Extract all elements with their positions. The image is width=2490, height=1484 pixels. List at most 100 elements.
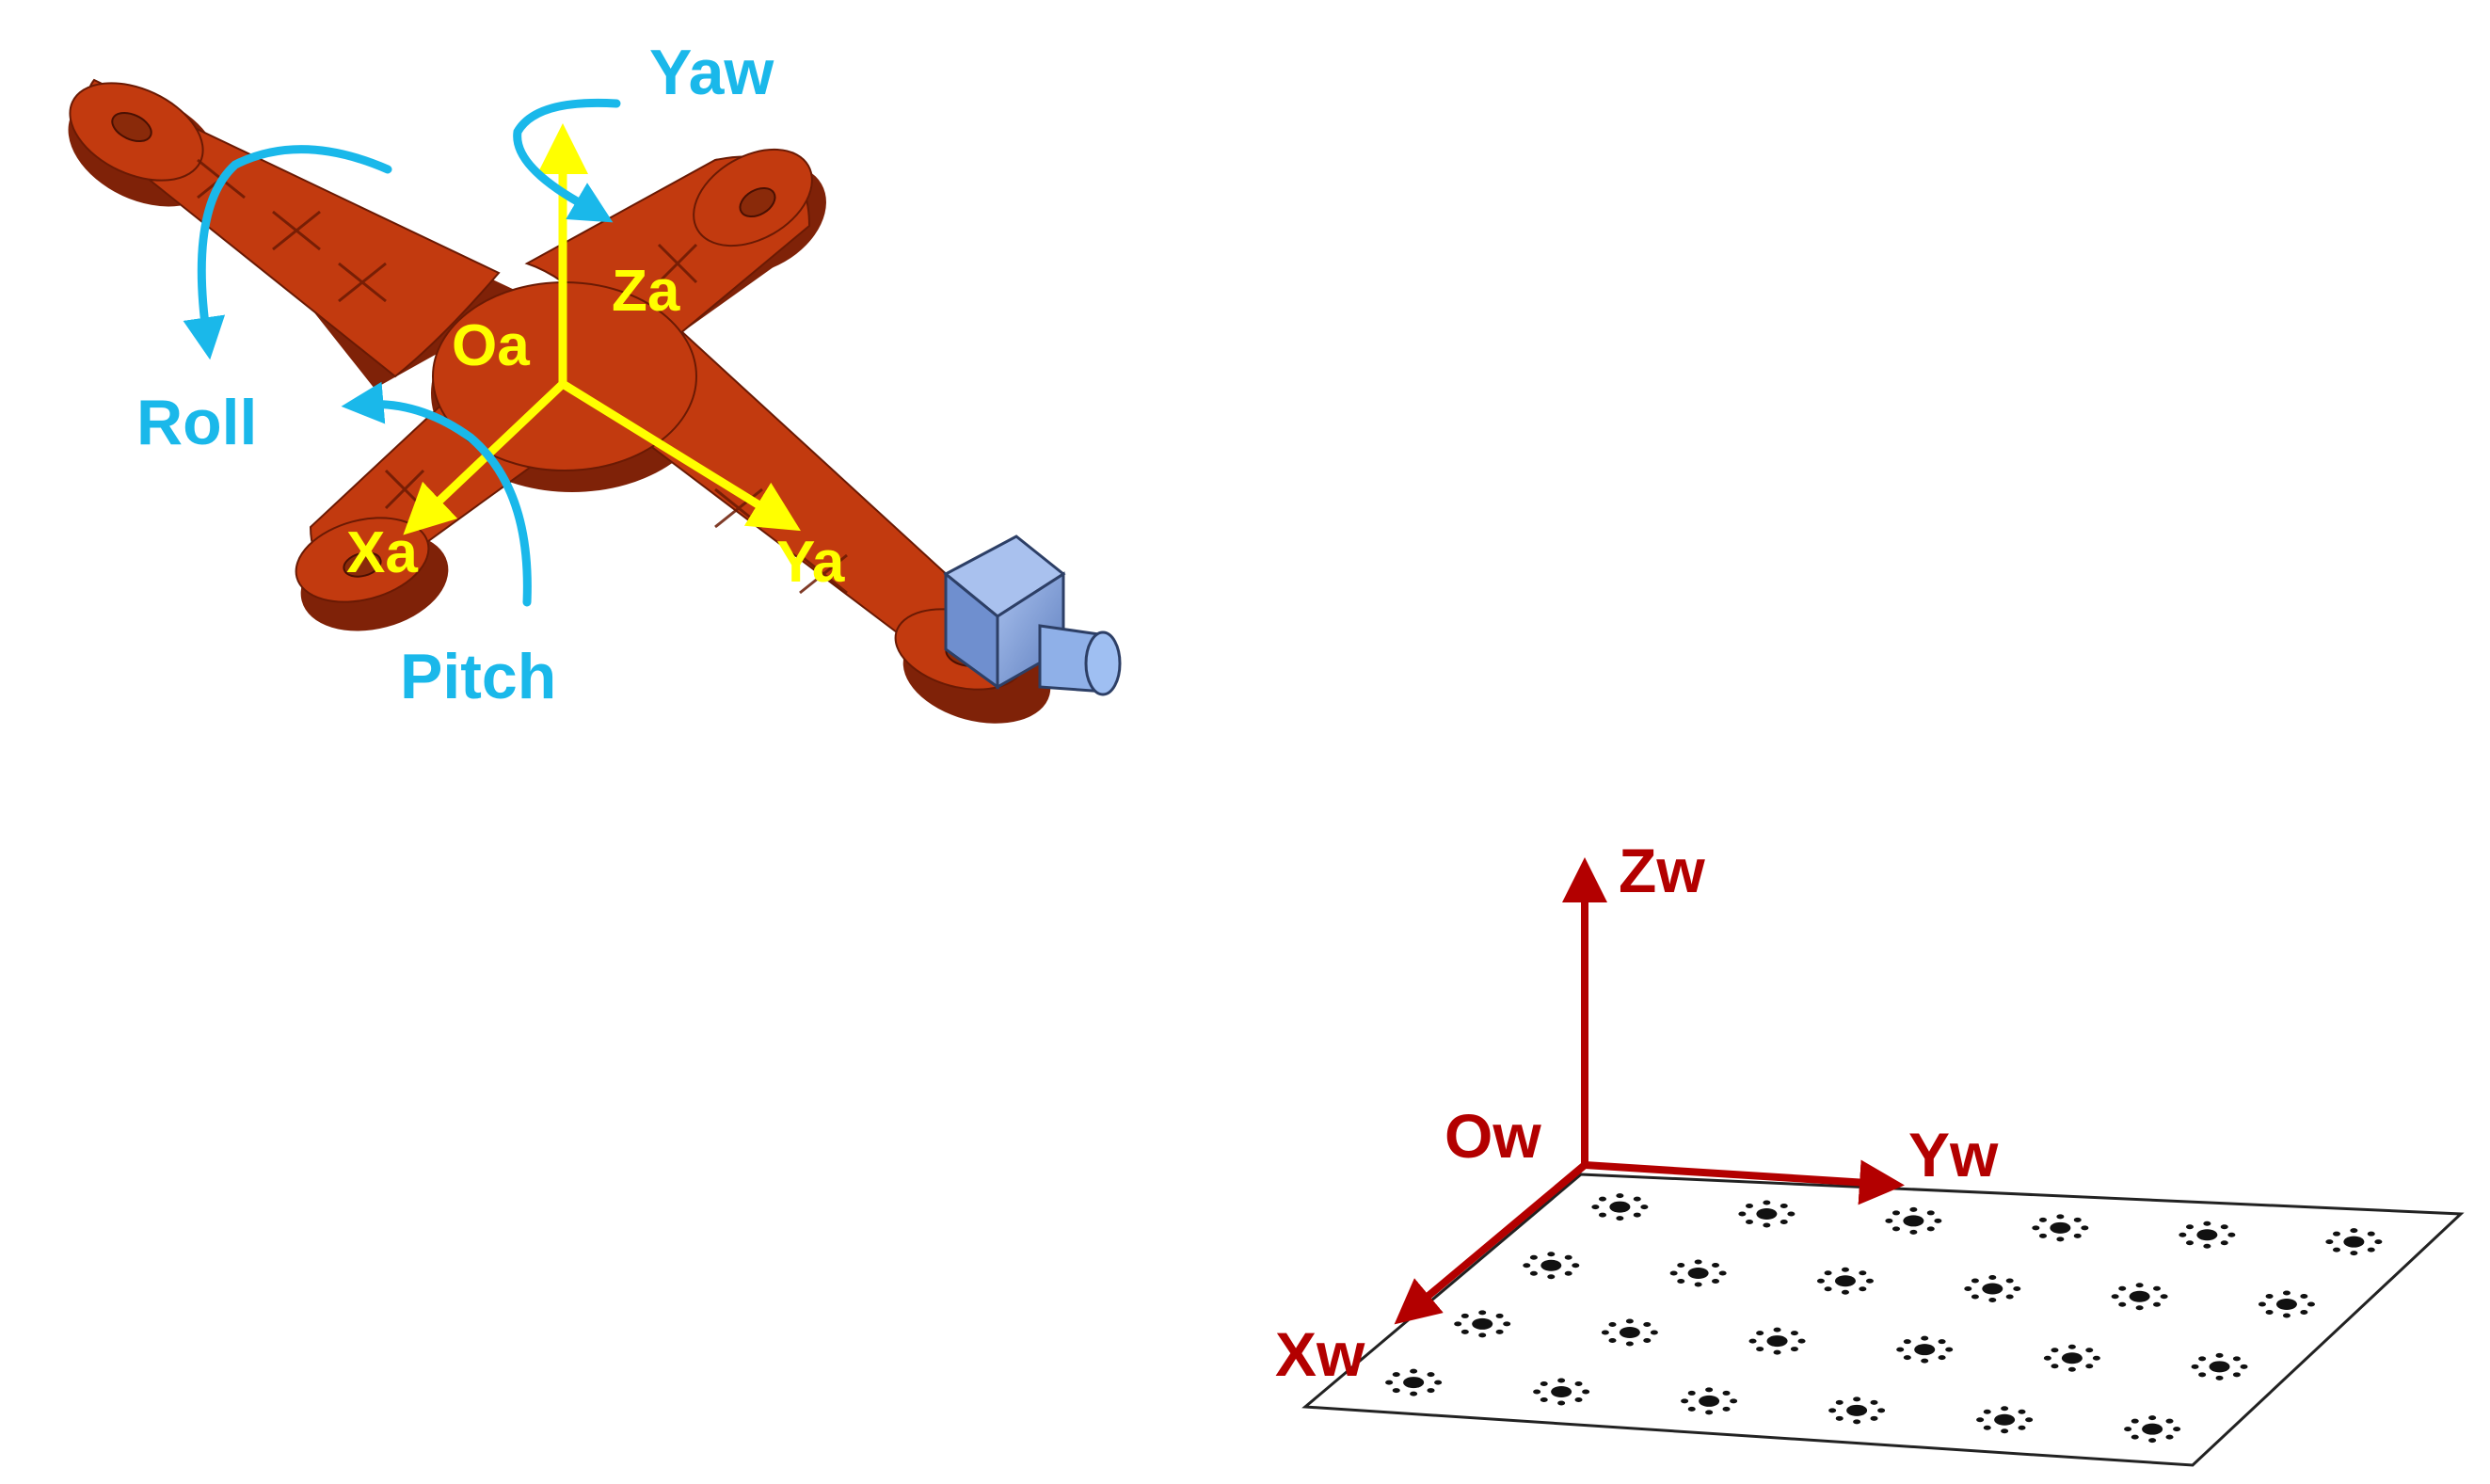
marker-dot <box>1756 1347 1764 1352</box>
marker-dot <box>2018 1425 2026 1430</box>
marker-dot <box>2227 1232 2236 1237</box>
marker-dot <box>1564 1270 1572 1276</box>
marker-dot <box>1835 1415 1844 1421</box>
marker-dot <box>2282 1313 2290 1318</box>
marker-dot <box>1891 1210 1900 1216</box>
marker-dot <box>1410 1391 1418 1396</box>
marker-dot <box>1816 1278 1825 1284</box>
marker-dot <box>2001 1428 2009 1434</box>
marker-dot <box>1712 1263 1720 1269</box>
marker-dot <box>1914 1344 1936 1356</box>
marker-dot <box>1608 1322 1617 1328</box>
marker-dot <box>2050 1221 2071 1234</box>
marker-dot <box>1921 1335 1929 1341</box>
marker-dot <box>2240 1364 2248 1369</box>
marker-dot <box>1609 1201 1631 1213</box>
marker-dot <box>2018 1409 2026 1414</box>
ya-axis <box>560 380 801 532</box>
marker-dot <box>2038 1233 2047 1238</box>
marker-dot <box>2332 1247 2340 1253</box>
marker-dot <box>1745 1204 1753 1209</box>
marker-dot <box>1523 1263 1531 1269</box>
marker-dot <box>1385 1380 1394 1385</box>
marker-dot <box>2129 1290 2150 1302</box>
marker-dot <box>1994 1413 2016 1426</box>
marker-dot <box>1773 1327 1781 1332</box>
marker-dot <box>1557 1378 1566 1383</box>
marker-dot <box>1859 1286 1867 1292</box>
ya-label: Ya <box>776 530 845 595</box>
marker-dot <box>2300 1309 2308 1315</box>
marker-dot <box>1790 1347 1798 1352</box>
diagram-labels: Yaw Roll Pitch Za Oa Xa Ya Zw Ow Yw Xw <box>136 37 1999 1389</box>
marker-dot <box>1478 1310 1487 1316</box>
marker-dot <box>1891 1226 1900 1232</box>
marker-dot <box>2013 1286 2021 1291</box>
marker-dot <box>2198 1356 2207 1362</box>
marker-dot <box>1547 1252 1556 1257</box>
marker-dot <box>2118 1285 2127 1291</box>
marker-dot <box>2124 1427 2132 1432</box>
marker-dot <box>1472 1317 1493 1330</box>
marker-dot <box>1625 1341 1634 1347</box>
marker-dot <box>1841 1267 1849 1272</box>
marker-dot <box>2282 1290 2290 1296</box>
marker-dot <box>1427 1388 1435 1394</box>
marker-dot <box>1885 1218 1893 1223</box>
marker-dot <box>1598 1212 1606 1218</box>
marker-dot <box>2258 1301 2266 1307</box>
marker-dot <box>2061 1352 2083 1364</box>
pitch-arrow <box>341 381 532 607</box>
board-markers <box>1385 1193 2383 1444</box>
marker-dot <box>1410 1368 1418 1374</box>
marker-dot <box>2275 1299 2297 1310</box>
marker-dot <box>2367 1231 2375 1237</box>
marker-dot <box>1870 1399 1878 1405</box>
marker-dot <box>1835 1399 1844 1405</box>
marker-dot <box>1640 1205 1649 1210</box>
marker-dot <box>2165 1434 2174 1440</box>
marker-dot <box>2332 1231 2340 1237</box>
marker-dot <box>1903 1355 1911 1361</box>
marker-dot <box>2001 1406 2009 1412</box>
marker-dot <box>1460 1313 1469 1318</box>
marker-dot <box>1616 1193 1624 1199</box>
marker-dot <box>1763 1200 1771 1205</box>
xa-axis <box>403 380 567 535</box>
marker-dot <box>1619 1327 1640 1338</box>
marker-dot <box>1694 1259 1702 1265</box>
marker-dot <box>2265 1309 2274 1315</box>
marker-dot <box>1681 1398 1689 1404</box>
marker-dot <box>1824 1286 1832 1292</box>
marker-dot <box>1877 1408 1886 1413</box>
roll-arrow <box>183 145 392 360</box>
marker-dot <box>2056 1237 2065 1242</box>
marker-dot <box>2142 1423 2163 1435</box>
yaw-label: Yaw <box>649 37 774 108</box>
world-axes <box>1394 857 1905 1325</box>
marker-dot <box>1865 1278 1874 1284</box>
marker-dot <box>2165 1418 2174 1424</box>
marker-dot <box>1846 1404 1868 1416</box>
marker-dot <box>1756 1208 1778 1220</box>
marker-dot <box>1790 1331 1798 1336</box>
marker-dot <box>1540 1259 1562 1271</box>
marker-dot <box>2073 1233 2082 1238</box>
marker-dot <box>2085 1364 2094 1369</box>
marker-dot <box>1616 1216 1624 1221</box>
marker-dot <box>2185 1240 2194 1246</box>
marker-dot <box>1834 1275 1856 1287</box>
oa-label: Oa <box>452 313 530 378</box>
marker-dot <box>2005 1294 2014 1300</box>
marker-dot <box>1988 1275 1997 1280</box>
marker-dot <box>2111 1294 2119 1300</box>
xw-axis <box>1394 1161 1588 1325</box>
marker-dot <box>1582 1389 1590 1395</box>
marker-dot <box>2185 1224 2194 1230</box>
marker-dot <box>2118 1301 2127 1307</box>
marker-dot <box>1909 1229 1918 1235</box>
marker-dot <box>1722 1390 1731 1396</box>
marker-dot <box>1572 1263 1580 1269</box>
marker-dot <box>2135 1305 2144 1311</box>
marker-dot <box>1841 1289 1849 1295</box>
